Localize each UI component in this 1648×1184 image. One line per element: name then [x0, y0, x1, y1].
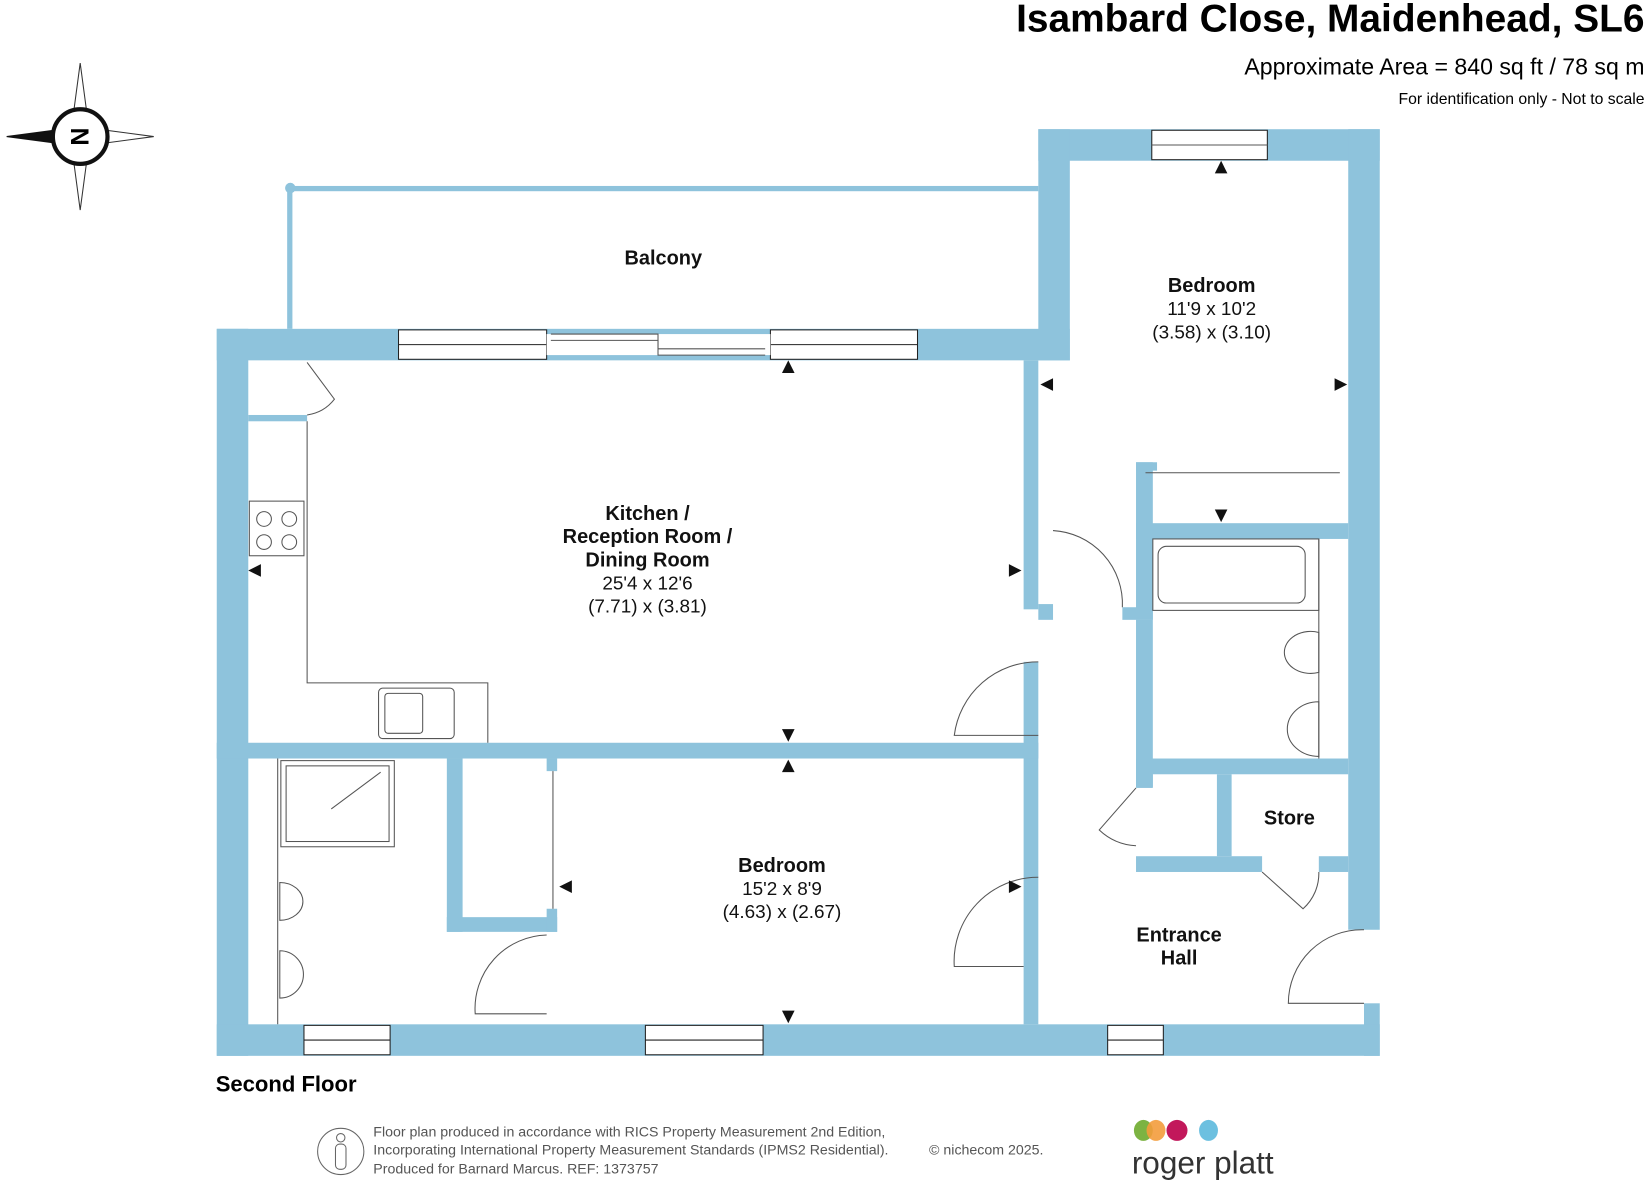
- walls: [216, 129, 1380, 1056]
- dimension-arrows: [248, 160, 1348, 1024]
- bedroom2-imperial: 15'2 x 8'9: [742, 879, 822, 900]
- logo-text: roger platt: [1132, 1144, 1274, 1180]
- area-text: Approximate Area = 840 sq ft / 78 sq m: [1244, 54, 1644, 80]
- kitchen-label-2: Reception Room /: [563, 526, 733, 548]
- balcony-rail-side: [287, 187, 293, 329]
- compass-icon: N: [6, 62, 154, 211]
- person-icon: [317, 1127, 365, 1176]
- store-label: Store: [1264, 808, 1315, 830]
- balcony-label: Balcony: [624, 248, 702, 270]
- balcony-post: [285, 182, 296, 194]
- hall-label-1: Entrance: [1136, 924, 1221, 946]
- svg-text:N: N: [65, 127, 93, 145]
- bedroom1-metric: (3.58) x (3.10): [1152, 322, 1271, 343]
- kitchen-label-3: Dining Room: [585, 549, 709, 571]
- bedroom1-imperial: 11'9 x 10'2: [1167, 299, 1256, 320]
- fixtures: [248, 362, 1365, 1025]
- title: Isambard Close, Maidenhead, SL6: [1016, 0, 1644, 41]
- bedroom2-metric: (4.63) x (2.67): [723, 902, 842, 923]
- bedroom1-label: Bedroom: [1168, 275, 1256, 297]
- footer-line-3: Produced for Barnard Marcus. REF: 137375…: [373, 1161, 658, 1177]
- footer-line-1: Floor plan produced in accordance with R…: [373, 1125, 885, 1141]
- kitchen-imperial: 25'4 x 12'6: [602, 573, 692, 594]
- floor-label: Second Floor: [216, 1072, 357, 1097]
- roger-platt-logo: roger platt: [1132, 1119, 1274, 1180]
- footer-line-2: Incorporating International Property Mea…: [373, 1143, 888, 1159]
- balcony-rail: [290, 185, 1039, 192]
- bedroom2-label: Bedroom: [738, 855, 826, 877]
- kitchen-metric: (7.71) x (3.81): [588, 596, 707, 617]
- footer-copyright: © nichecom 2025.: [929, 1143, 1043, 1159]
- windows: [303, 129, 1268, 1056]
- hall-label-2: Hall: [1161, 947, 1198, 969]
- disclaimer: For identification only - Not to scale: [1399, 91, 1645, 108]
- kitchen-label-1: Kitchen /: [605, 503, 690, 525]
